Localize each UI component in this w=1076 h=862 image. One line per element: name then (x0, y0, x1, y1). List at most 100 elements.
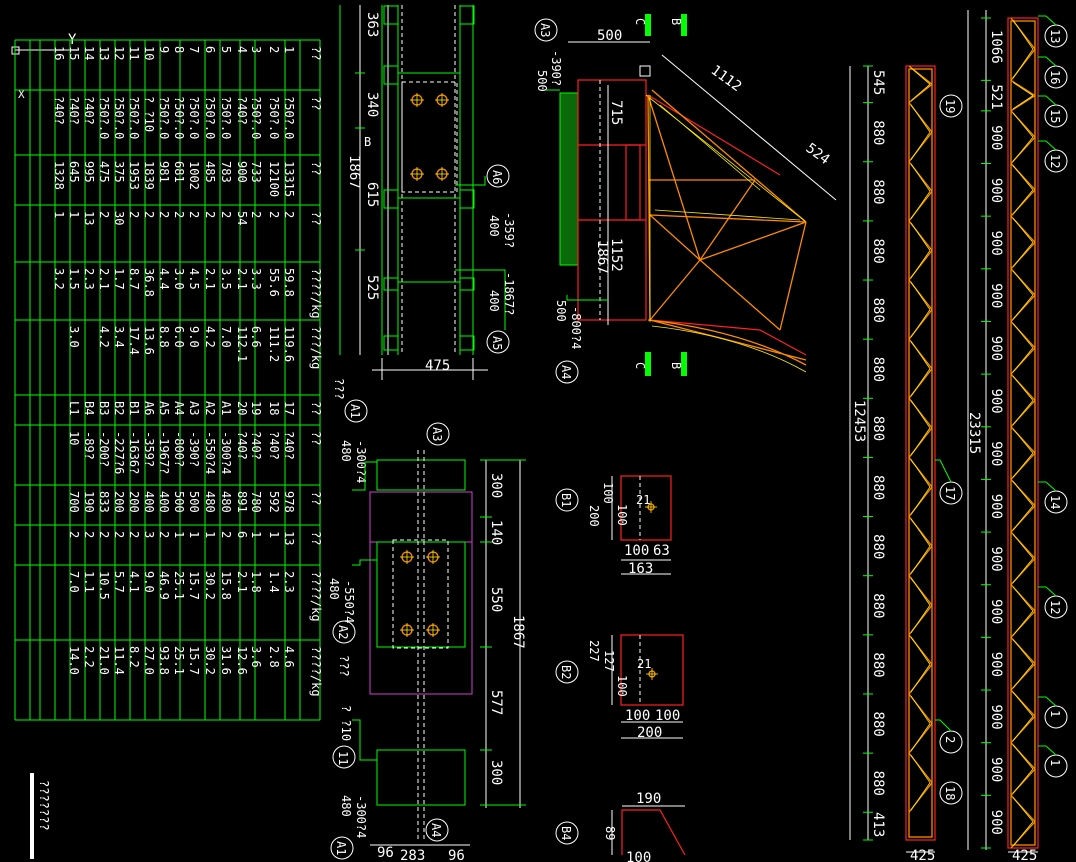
table-cell: 7 (187, 46, 201, 53)
truss-right-centerline (1012, 112, 1034, 138)
table-cell: 981 (157, 161, 171, 183)
tag-17: 17 (943, 486, 957, 500)
table-cell: 4.2 (97, 326, 111, 348)
table-cell: 2 (219, 211, 233, 218)
table-cell: 8.7 (127, 268, 141, 290)
table-header-cell: ?? (309, 401, 323, 415)
a1-dim-300-bottom: 300 (488, 760, 504, 785)
truss-right-width: 425 (1012, 848, 1037, 862)
table-cell: 1 (203, 531, 217, 538)
table-cell: 3.4 (112, 326, 126, 348)
table-cell: -390? (187, 431, 201, 467)
a5-spec: -1867? (502, 272, 516, 315)
table-header-cell: ?? (309, 46, 323, 60)
truss-left-panel-dim: 880 (870, 120, 886, 145)
truss-left-centerline (910, 250, 931, 279)
truss-right-panel-dim: 900 (988, 125, 1004, 150)
table-cell: 400 (142, 491, 156, 513)
truss-left-panel-dim: 880 (870, 712, 886, 737)
table-cell: -300?4 (219, 431, 233, 474)
a6-dim-overall: 1867 (346, 155, 362, 189)
table-cell: 17 (282, 401, 296, 415)
table-cell: 2 (127, 211, 141, 218)
section-b-top: B (669, 18, 683, 25)
table-cell: 480 (219, 491, 233, 513)
table-cell: 3.5 (219, 268, 233, 290)
truss-right-tag-label: 1 (1048, 710, 1062, 717)
truss-left-centerline (910, 84, 931, 101)
table-cell: 17.4 (127, 326, 141, 355)
truss-right-centerline (1012, 586, 1034, 612)
truss-right-centerline (1012, 189, 1034, 215)
table-cell: 5.7 (112, 571, 126, 593)
truss-left-centerline (910, 131, 931, 160)
tag-a6: A6 (490, 170, 504, 184)
b2-hole: 21 (637, 657, 651, 671)
truss-left-centerline (910, 368, 931, 397)
table-cell: 55.6 (267, 268, 281, 297)
b1-v-100b: 100 (615, 504, 629, 526)
truss-right-centerline (1012, 452, 1034, 478)
table-cell: 54 (235, 211, 249, 225)
truss-left-centerline (910, 459, 931, 488)
a4-spec: -800?4 (569, 306, 583, 349)
truss-left-centerline (910, 782, 931, 811)
tag-a3-plan: A3 (430, 427, 444, 441)
table-cell: 2 (127, 531, 141, 538)
table-cell: 2 (97, 531, 111, 538)
table-cell: 681 (172, 161, 186, 183)
truss-right-centerline (1012, 639, 1034, 664)
truss-left-centerline (910, 605, 931, 634)
table-header-cell: ???/kg (309, 326, 323, 369)
table-cell: 3.2 (52, 268, 66, 290)
a1-dim-550: 550 (488, 587, 504, 612)
truss-right-centerline (1012, 323, 1034, 349)
a6-dim-width: 475 (425, 358, 450, 374)
table-cell: 112.1 (235, 326, 249, 362)
truss-right-panel-dim: 900 (988, 494, 1004, 519)
tag-19: 19 (943, 99, 957, 113)
truss-right-centerline (1012, 558, 1034, 583)
table-cell: 375 (112, 161, 126, 183)
table-cell: 9.0 (142, 571, 156, 593)
label-q2: ??? (337, 655, 351, 677)
truss-left-top-dim: 545 (870, 70, 886, 95)
table-cell: 31.6 (219, 646, 233, 675)
truss-right-panel-dim: 900 (988, 336, 1004, 361)
table-cell: 4.1 (127, 571, 141, 593)
plan-a6-column: 363 340 615 525 1867 B 475 A6 -359? 400 … (339, 5, 516, 380)
table-cell: 1 (187, 531, 201, 538)
table-cell: 1953 (127, 161, 141, 190)
table-cell: 1839 (142, 161, 156, 190)
truss-right-centerline (1012, 294, 1034, 320)
truss-right-tag-label: 14 (1048, 495, 1062, 509)
table-cell: 2 (172, 211, 186, 218)
tag-a4-plan: A4 (429, 823, 443, 837)
b2-h-200: 200 (637, 725, 662, 741)
table-cell: 1.7 (112, 268, 126, 290)
table-cell: 3 (142, 531, 156, 538)
plan-a1-column: 300 140 550 577 300 1867 96 283 96 A1 -3… (327, 378, 526, 862)
table-cell: 2 (282, 211, 296, 218)
table-cell: A4 (172, 401, 186, 415)
table-cell: 30.2 (203, 646, 217, 675)
tag-a1-bottom: A1 (334, 841, 348, 855)
table-cell: 46.9 (157, 571, 171, 600)
table-cell: ?50?.0 (219, 96, 233, 139)
table-cell: A3 (187, 401, 201, 415)
truss-left-centerline (910, 486, 931, 515)
a3-len: 500 (535, 70, 549, 92)
table-cell: ?40? (282, 431, 296, 460)
a1-spec-bottom: -300?4 (354, 795, 368, 838)
table-cell: -89? (82, 431, 96, 460)
table-cell: L1 (67, 401, 81, 415)
truss-right-centerline (1012, 82, 1034, 96)
truss-right-centerline (1012, 270, 1034, 296)
table-cell: ?50?.0 (282, 96, 296, 139)
table-cell: 15.7 (187, 571, 201, 600)
concrete-wall (559, 92, 579, 266)
truss-right-leader (1038, 696, 1057, 707)
table-cell: 4.2 (203, 326, 217, 348)
table-cell: 13 (82, 211, 96, 225)
